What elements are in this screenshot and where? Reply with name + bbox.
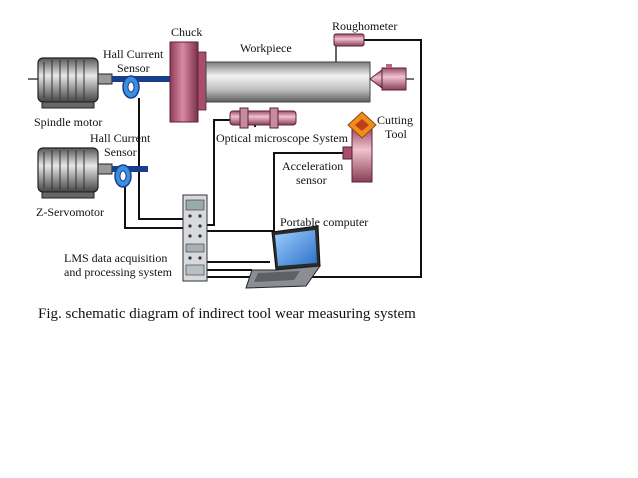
label-roughometer: Roughometer bbox=[332, 19, 397, 33]
diagram-labels: Chuck Workpiece Roughometer Hall Current… bbox=[34, 19, 413, 279]
laptop-icon bbox=[245, 225, 322, 289]
hall-sensor-1-icon bbox=[122, 75, 140, 99]
label-cutting-tool-line2: Tool bbox=[385, 127, 407, 141]
label-lms-line2: and processing system bbox=[64, 265, 173, 279]
label-portable-computer: Portable computer bbox=[280, 215, 368, 229]
chuck-icon bbox=[169, 41, 207, 123]
z-servomotor-icon bbox=[37, 147, 113, 199]
label-hall-sensor-2-line1: Hall Current bbox=[90, 131, 151, 145]
workpiece-icon bbox=[205, 61, 371, 103]
label-acceleration-sensor-line1: Acceleration bbox=[282, 159, 343, 173]
spindle-motor-icon bbox=[37, 57, 113, 109]
acceleration-sensor-icon bbox=[342, 146, 353, 160]
label-hall-sensor-2-line2: Sensor bbox=[104, 145, 137, 159]
label-spindle-motor: Spindle motor bbox=[34, 115, 102, 129]
cutting-tool-icon bbox=[347, 111, 377, 183]
label-acceleration-sensor-line2: sensor bbox=[296, 173, 327, 187]
hall-sensor-2-icon bbox=[114, 164, 132, 188]
label-optical-microscope: Optical microscope System bbox=[216, 131, 349, 145]
label-cutting-tool-line1: Cutting bbox=[377, 113, 413, 127]
figure-caption: Fig. schematic diagram of indirect tool … bbox=[38, 306, 416, 322]
label-z-servomotor: Z-Servomotor bbox=[36, 205, 104, 219]
label-workpiece: Workpiece bbox=[240, 41, 292, 55]
lms-daq-icon bbox=[182, 194, 208, 282]
tailstock-icon bbox=[369, 64, 407, 91]
spindle-shaft bbox=[112, 76, 170, 82]
label-hall-sensor-1-line2: Sensor bbox=[117, 61, 150, 75]
label-lms-line1: LMS data acquisition bbox=[64, 251, 167, 265]
label-chuck: Chuck bbox=[171, 25, 202, 39]
label-hall-sensor-1-line1: Hall Current bbox=[103, 47, 164, 61]
optical-microscope-icon bbox=[229, 107, 297, 129]
roughometer-icon bbox=[333, 33, 365, 62]
